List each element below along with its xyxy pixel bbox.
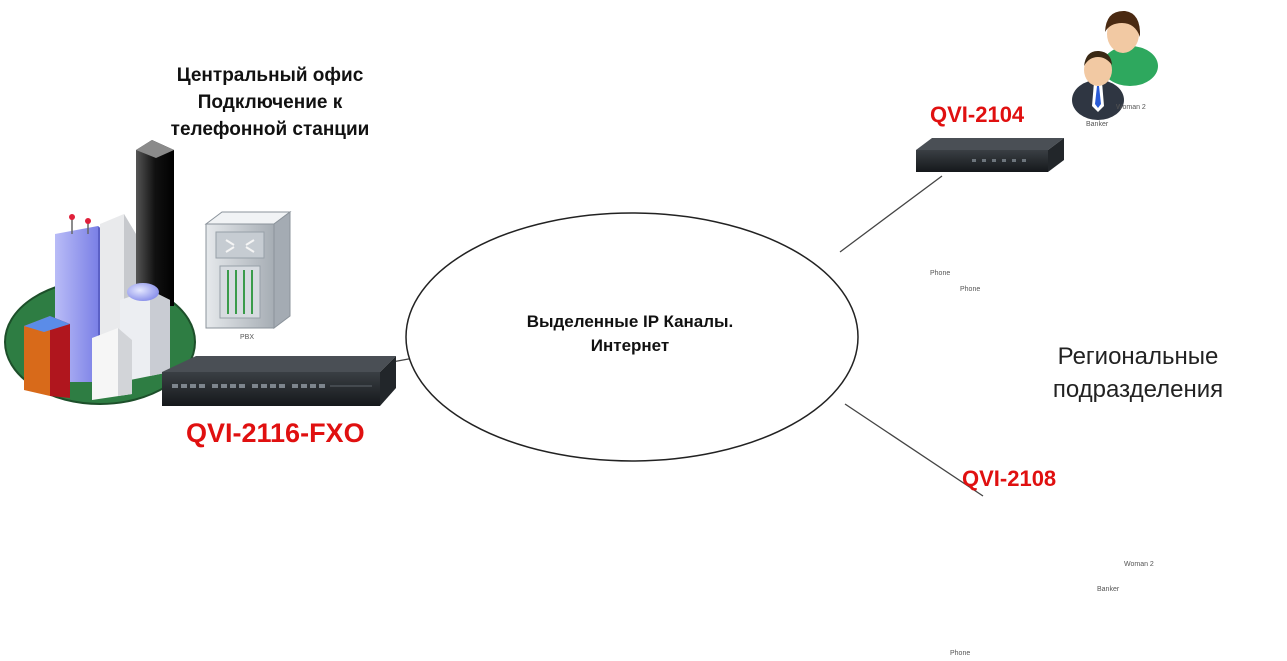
central-office-line: Подключение к [197, 92, 343, 113]
pbx-label: PBX [240, 334, 255, 341]
link-network-to-branch-top [839, 175, 943, 253]
main-gateway-device-icon [162, 356, 396, 406]
branch-bottom-device-label: QVI-2108 [962, 466, 1057, 491]
woman-label: Woman 2 [1116, 104, 1146, 111]
central-office-caption: Центральный офис Подключение к телефонно… [150, 62, 390, 143]
regional-line: подразделения [1052, 376, 1224, 403]
banker-label: Banker [1086, 121, 1109, 128]
central-office-buildings-icon [4, 140, 196, 405]
phone-label: Phone [960, 286, 981, 293]
woman-label: Woman 2 [1124, 561, 1154, 568]
banker-label: Banker [1097, 586, 1120, 593]
network-caption: Выделенные IP Каналы. Интернет [480, 310, 780, 358]
network-cloud [405, 212, 859, 462]
branch-top-people-icon [1072, 10, 1158, 120]
pbx-server-icon [204, 211, 292, 329]
branch-top-device-label: QVI-2104 [930, 102, 1025, 127]
central-office-line: Центральный офис [176, 65, 364, 86]
central-office-line: телефонной станции [170, 119, 370, 140]
network-line: Выделенные IP Каналы. [526, 312, 734, 331]
network-line: Интернет [590, 336, 670, 355]
regional-line: Региональные [1057, 343, 1219, 370]
phone-label: Phone [950, 650, 971, 657]
regional-caption: Региональные подразделения [1018, 340, 1258, 406]
phone-label: Phone [930, 270, 951, 277]
branch-top-gateway-device-icon [916, 138, 1064, 172]
link-network-to-branch-bottom [844, 403, 984, 497]
main-device-label: QVI-2116-FXO [186, 418, 365, 448]
